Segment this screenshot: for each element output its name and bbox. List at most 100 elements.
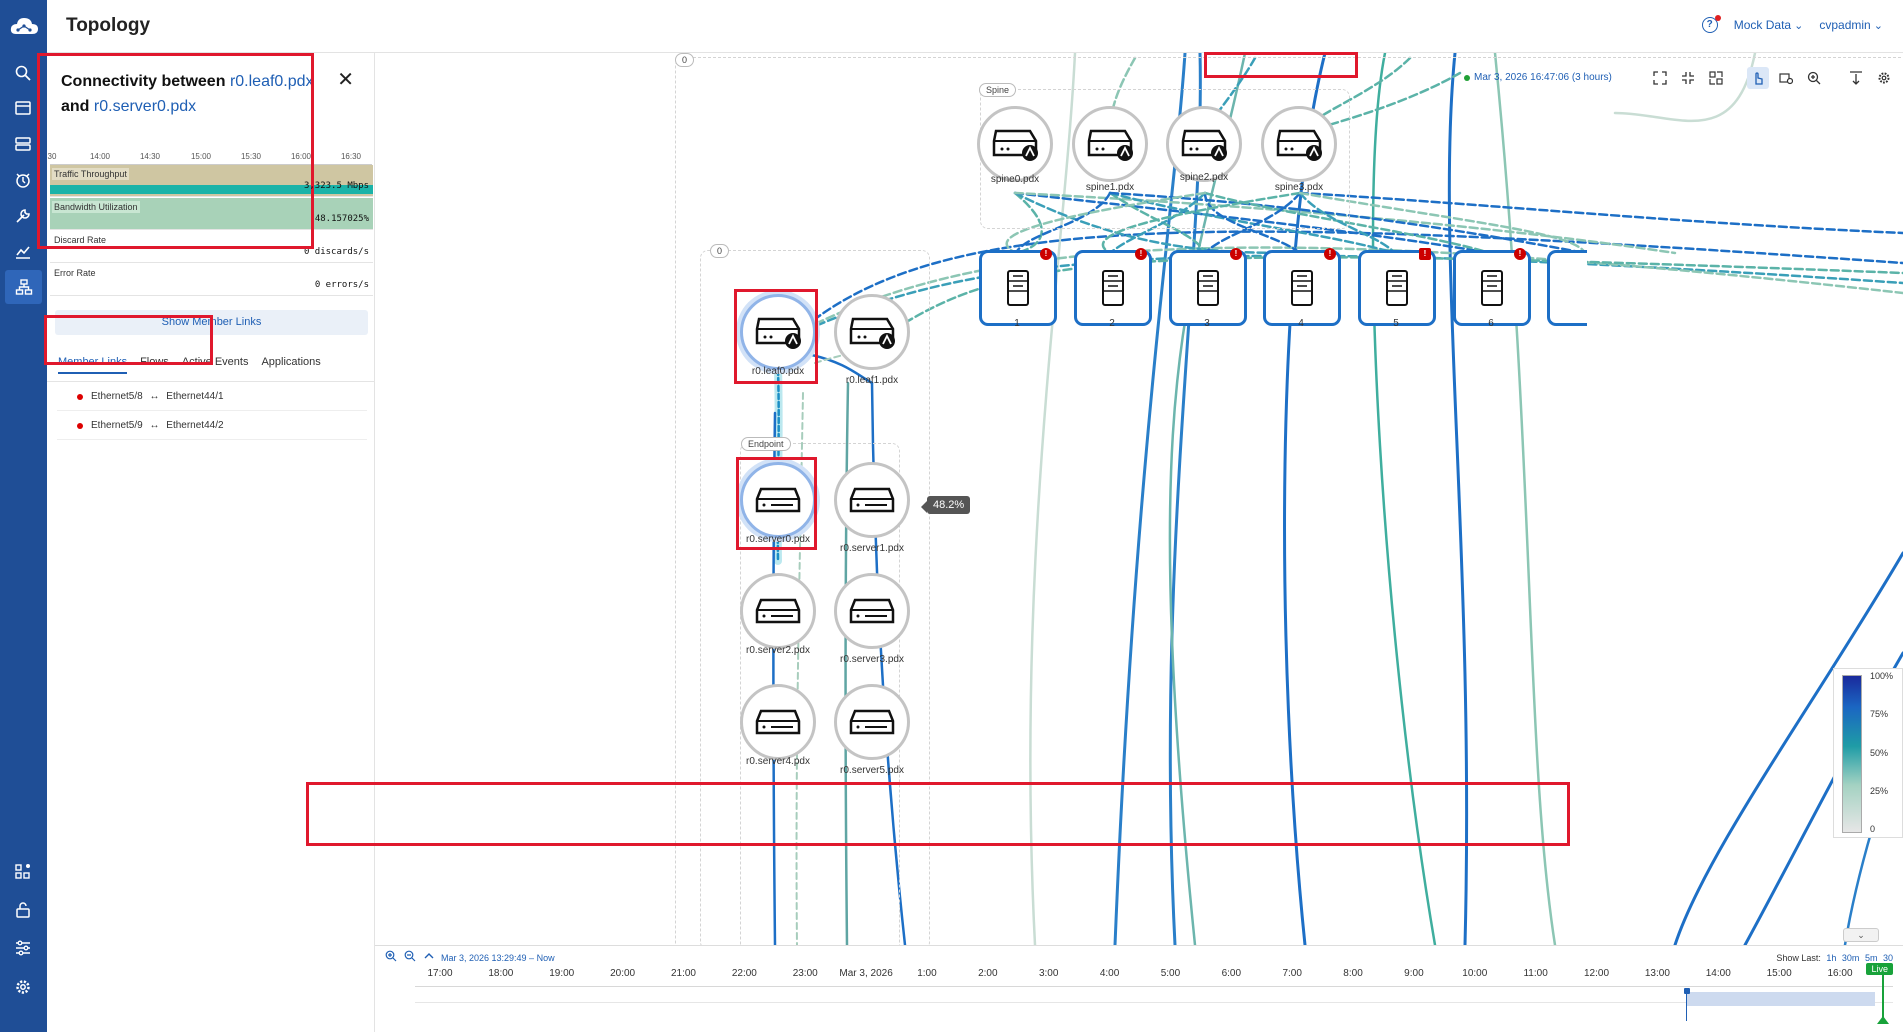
devices-icon[interactable]	[12, 133, 34, 155]
left-nav	[0, 0, 47, 1032]
connectivity-panel: Connectivity between r0.leaf0.pdx and r0…	[47, 53, 375, 1032]
member-link-row[interactable]: Ethernet5/9 ↔ Ethernet44/2	[57, 412, 367, 440]
alert-badge-icon[interactable]: !	[1324, 248, 1336, 260]
link-port-b: Ethernet44/1	[166, 391, 224, 402]
lock-icon[interactable]	[12, 899, 34, 921]
metric-traffic-throughput[interactable]: Traffic Throughput 3,323.5 Mbps	[50, 165, 373, 197]
rack-node[interactable]: !	[1074, 248, 1152, 326]
inventory-icon[interactable]	[12, 97, 34, 119]
alert-badge-icon[interactable]: !	[1135, 248, 1147, 260]
events-icon[interactable]	[12, 169, 34, 191]
alert-badge-icon[interactable]: !	[1419, 248, 1431, 260]
show-last-option[interactable]: 30m	[1841, 953, 1860, 963]
leaf-node-selected[interactable]	[740, 294, 816, 370]
rack-node[interactable]: !	[1263, 248, 1341, 326]
settings-sliders-icon[interactable]	[12, 937, 34, 959]
timeline-tick: 3:00	[1038, 968, 1059, 979]
live-button[interactable]: Live	[1866, 963, 1893, 975]
alert-badge-icon[interactable]: !	[1040, 248, 1052, 260]
link-arrow: ↔	[149, 391, 160, 402]
fullscreen-icon[interactable]	[1649, 67, 1671, 89]
leaf-node[interactable]	[834, 294, 910, 370]
rack-node[interactable]: !	[979, 248, 1057, 326]
tab-applications[interactable]: Applications	[261, 356, 321, 368]
settings-gear-icon[interactable]	[1873, 67, 1895, 89]
timeline-tick: 9:00	[1404, 968, 1424, 979]
cloud-logo-icon[interactable]	[8, 14, 40, 38]
show-last-option[interactable]: 30	[1882, 953, 1893, 963]
axis-tick: 15:30	[240, 152, 262, 161]
spine-node[interactable]	[1166, 106, 1242, 182]
close-icon[interactable]: ✕	[337, 69, 354, 91]
timestamp-selector[interactable]: Mar 3, 2026 16:47:06 (3 hours)	[1458, 68, 1636, 88]
timeline-start-handle[interactable]	[1684, 988, 1690, 1022]
alert-badge-icon[interactable]: !	[1514, 248, 1526, 260]
spine-node[interactable]	[1072, 106, 1148, 182]
show-last-label: Show Last:	[1776, 953, 1821, 963]
timeline-selection[interactable]	[1687, 992, 1875, 1006]
server-node-selected[interactable]	[740, 462, 816, 538]
tab-member-links[interactable]: Member Links	[58, 356, 128, 374]
zoom-in-icon[interactable]	[1803, 67, 1825, 89]
chevron-down-icon[interactable]: ⌄	[1843, 928, 1879, 942]
page-title: Topology	[66, 15, 151, 36]
server-node[interactable]	[834, 684, 910, 760]
collapse-all-icon[interactable]	[1677, 67, 1699, 89]
gear-icon[interactable]	[12, 976, 34, 998]
apps-icon[interactable]	[12, 861, 34, 883]
alert-badge-icon[interactable]: !	[1230, 248, 1242, 260]
show-last-option[interactable]: 5m	[1864, 953, 1878, 963]
search-icon[interactable]	[12, 62, 34, 84]
server-node[interactable]	[740, 684, 816, 760]
expand-all-icon[interactable]	[1705, 67, 1727, 89]
node-a-link[interactable]: r0.leaf0.pdx	[229, 73, 314, 90]
timeline-track[interactable]	[415, 986, 1893, 1018]
rack-node[interactable]: !	[1169, 248, 1247, 326]
show-last-option[interactable]: 1h	[1826, 953, 1837, 963]
link-port-a: Ethernet5/8	[91, 391, 143, 402]
spine-group-label[interactable]: Spine	[979, 83, 1017, 97]
timeline-zoom-in-icon[interactable]	[385, 950, 397, 962]
member-link-row[interactable]: Ethernet5/8 ↔ Ethernet44/1	[57, 383, 367, 411]
metric-error-rate[interactable]: Error Rate 0 errors/s	[50, 264, 373, 296]
device-settings-icon[interactable]	[1775, 67, 1797, 89]
topology-canvas[interactable]: 0 Spine 0 Endpoint spine0.pdx spine1.pdx…	[375, 53, 1903, 945]
outer-group-count[interactable]: 0	[675, 53, 695, 67]
inner-group-count[interactable]: 0	[710, 244, 730, 258]
timeline-zoom-out-icon[interactable]	[404, 950, 416, 962]
tab-active-events[interactable]: Active Events	[181, 356, 249, 368]
rack-node-partial[interactable]	[1547, 250, 1587, 326]
endpoint-group	[740, 443, 900, 945]
timeline-tick: 18:00	[488, 968, 514, 979]
server-icon	[755, 487, 801, 513]
rack-node[interactable]: !	[1358, 248, 1436, 326]
server-node[interactable]	[834, 462, 910, 538]
user-menu[interactable]: cvpadmin	[1819, 18, 1883, 32]
metric-bandwidth-utilization[interactable]: Bandwidth Utilization 48.157025%	[50, 198, 373, 230]
metric-discard-rate[interactable]: Discard Rate 0 discards/s	[50, 231, 373, 263]
timeline-tick: 16:00	[1827, 968, 1853, 979]
server-icon	[849, 487, 895, 513]
pointer-select-icon[interactable]	[1747, 67, 1769, 89]
export-icon[interactable]	[1845, 67, 1867, 89]
topology-icon[interactable]	[5, 270, 42, 304]
server-node[interactable]	[740, 573, 816, 649]
server-node[interactable]	[834, 573, 910, 649]
show-member-links-button[interactable]: Show Member Links	[55, 310, 368, 335]
tab-flows[interactable]: Flows	[140, 356, 169, 368]
help-icon[interactable]: ?	[1701, 15, 1721, 33]
server-label: r0.server3.pdx	[840, 654, 904, 665]
metrics-icon[interactable]	[12, 241, 34, 263]
rack-node[interactable]: !	[1453, 248, 1531, 326]
legend-gradient	[1842, 675, 1862, 833]
node-b-link[interactable]: r0.server0.pdx	[93, 98, 197, 115]
provisioning-icon[interactable]	[12, 205, 34, 227]
spine-node[interactable]	[1261, 106, 1337, 182]
spine-node[interactable]	[977, 106, 1053, 182]
chevron-up-icon[interactable]	[423, 950, 435, 962]
header: Topology ? Mock Data cvpadmin	[47, 0, 1903, 53]
data-source-dropdown[interactable]: Mock Data	[1734, 18, 1804, 32]
spine-label: spine3.pdx	[1274, 182, 1324, 193]
endpoint-group-label[interactable]: Endpoint	[741, 437, 791, 451]
